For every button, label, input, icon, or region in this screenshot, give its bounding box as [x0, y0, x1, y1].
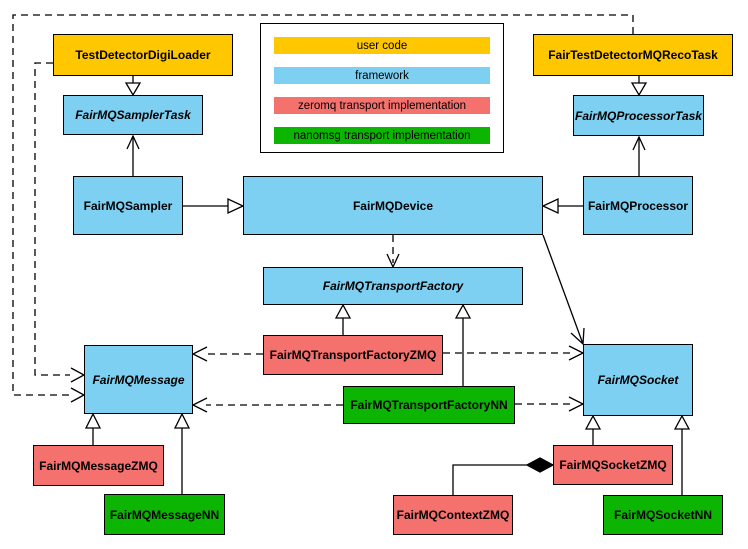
- node-fairmqcontextzmq: FairMQContextZMQ: [393, 495, 513, 535]
- legend-item-nanomsg: nanomsg transport implementation: [274, 127, 490, 144]
- node-fairmqdevice: FairMQDevice: [243, 176, 543, 235]
- edge-fairmqcontextzmq-fairmqsocketzmq: [452, 457, 555, 495]
- edge-fairmqmessagezmq-fairmqmessage: [84, 412, 102, 445]
- node-fairmqprocessor: FairMQProcessor: [583, 176, 693, 235]
- node-fairmqtransportfactory: FairMQTransportFactory: [263, 267, 523, 305]
- node-fairmqtransportfactoryzmq: FairMQTransportFactoryZMQ: [263, 335, 443, 375]
- legend-item-user-code: user code: [274, 37, 490, 54]
- edge-fairmqprocessor-fairmqdevice: [541, 197, 583, 215]
- node-fairmqsocketzmq: FairMQSocketZMQ: [553, 445, 673, 485]
- node-fairmqsocket: FairMQSocket: [583, 344, 693, 416]
- edge-fairmqtransportfactorynn-fairmqsocket: [515, 396, 585, 412]
- node-fairmqprocessortask: FairMQProcessorTask: [573, 95, 704, 136]
- edge-testdetectordigiloader-fairmqsamplertask: [124, 76, 142, 97]
- edge-fairmqmessagenn-fairmqmessage: [173, 412, 191, 494]
- edge-fairmqtransportfactorynn-fairmqmessage: [191, 397, 343, 413]
- edge-fairmqdevice-fairmqsocket: [542, 234, 585, 346]
- legend-item-zeromq: zeromq transport implementation: [274, 97, 490, 114]
- node-fairmqsampler: FairMQSampler: [73, 176, 183, 235]
- edge-fairmqtransportfactoryzmq-fairmqsocket: [443, 345, 585, 361]
- node-fairmqmessage: FairMQMessage: [84, 345, 193, 414]
- edge-fairmqtransportfactorynn-fairmqtransportfactory: [454, 303, 472, 386]
- edge-fairmqtransportfactoryzmq-fairmqtransportfactory: [334, 303, 352, 335]
- node-fairmqsocketnn: FairMQSocketNN: [603, 495, 723, 535]
- edge-fairmqsampler-fairmqdevice: [183, 197, 245, 215]
- edge-fairmqdevice-fairmqtransportfactory: [386, 235, 400, 269]
- edge-fairmqsocketzmq-fairmqsocket: [584, 414, 602, 445]
- node-fairtestdetectormqrecotask: FairTestDetectorMQRecoTask: [533, 34, 733, 76]
- node-fairmqtransportfactorynn: FairMQTransportFactoryNN: [343, 386, 515, 424]
- node-fairmqmessagenn: FairMQMessageNN: [104, 494, 225, 535]
- edge-fairmqsocketnn-fairmqsocket: [673, 414, 691, 495]
- edge-fairmqtransportfactoryzmq-fairmqmessage: [191, 346, 263, 362]
- legend: user code framework zeromq transport imp…: [260, 23, 504, 153]
- node-testdetectordigiloader: TestDetectorDigiLoader: [53, 34, 233, 76]
- edge-fairtestdetectormqrecotask-fairmqprocessortask: [630, 76, 648, 97]
- node-fairmqmessagezmq: FairMQMessageZMQ: [33, 445, 164, 486]
- node-fairmqsamplertask: FairMQSamplerTask: [63, 95, 203, 135]
- legend-item-framework: framework: [274, 67, 490, 84]
